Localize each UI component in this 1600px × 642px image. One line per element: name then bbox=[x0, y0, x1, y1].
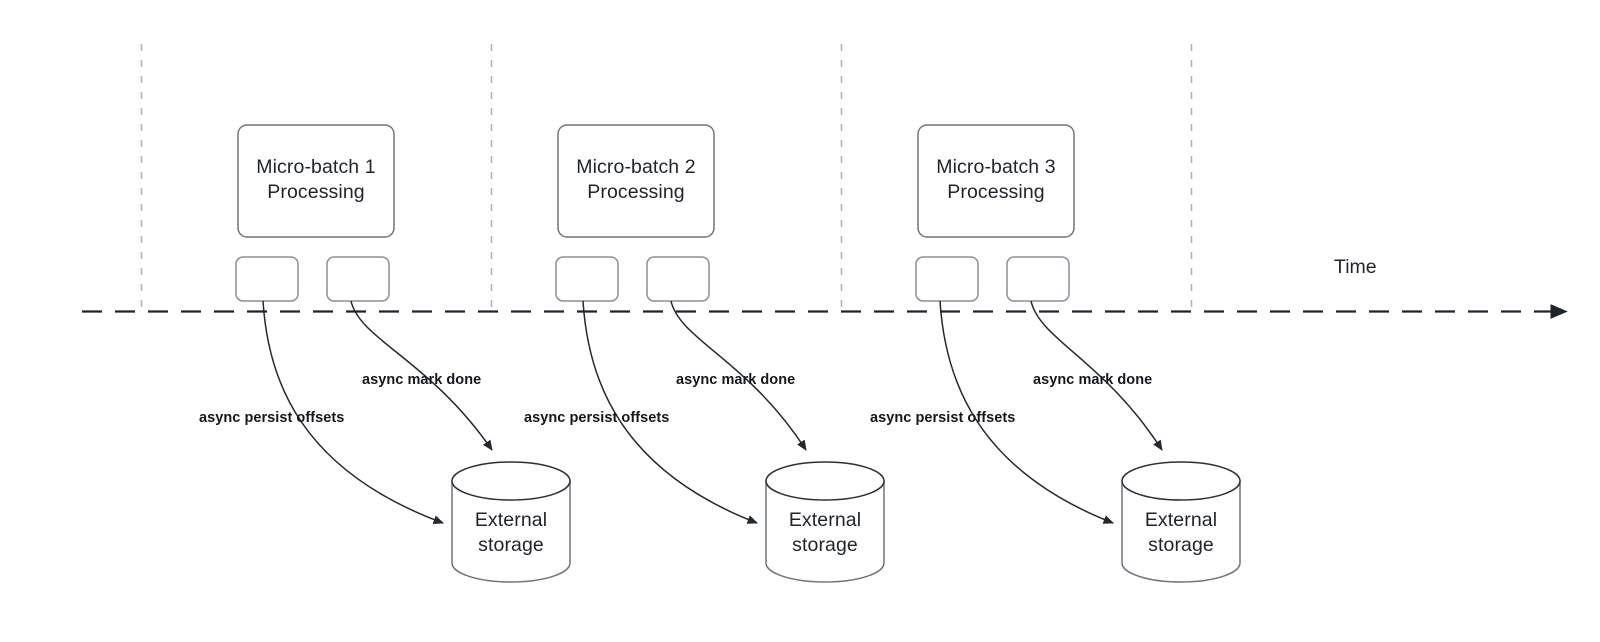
task-box-2b[interactable] bbox=[646, 256, 710, 302]
storage-cylinder-3[interactable] bbox=[1121, 461, 1241, 583]
edge-label-persist-offsets-1: async persist offsets bbox=[199, 410, 345, 426]
edge-persist-offsets-3 bbox=[939, 300, 1114, 524]
edge-label-mark-done-2: async mark done bbox=[676, 372, 796, 388]
group-1 bbox=[235, 124, 571, 583]
storage-cylinder-1[interactable] bbox=[451, 461, 571, 583]
edge-label-persist-offsets-2: async persist offsets bbox=[524, 410, 670, 426]
divider-lines bbox=[140, 44, 1193, 307]
edge-label-persist-offsets-3: async persist offsets bbox=[870, 410, 1016, 426]
task-box-1a[interactable] bbox=[235, 256, 299, 302]
storage-cylinder-2[interactable] bbox=[765, 461, 885, 583]
task-box-1b[interactable] bbox=[326, 256, 390, 302]
task-box-3a[interactable] bbox=[915, 256, 979, 302]
batch-box-3[interactable] bbox=[917, 124, 1075, 238]
batch-box-1[interactable] bbox=[237, 124, 395, 238]
edge-label-mark-done-3: async mark done bbox=[1033, 372, 1153, 388]
time-axis-label: Time bbox=[1334, 256, 1377, 278]
edge-persist-offsets-1 bbox=[262, 300, 444, 524]
task-box-2a[interactable] bbox=[555, 256, 619, 302]
group-2 bbox=[555, 124, 885, 583]
edge-mark-done-3 bbox=[1030, 300, 1163, 451]
edge-mark-done-2 bbox=[670, 300, 807, 451]
edge-label-mark-done-1: async mark done bbox=[362, 372, 482, 388]
edge-mark-done-1 bbox=[350, 300, 493, 451]
group-3 bbox=[915, 124, 1241, 583]
edge-persist-offsets-2 bbox=[582, 300, 758, 524]
task-box-3b[interactable] bbox=[1006, 256, 1070, 302]
batch-box-2[interactable] bbox=[557, 124, 715, 238]
